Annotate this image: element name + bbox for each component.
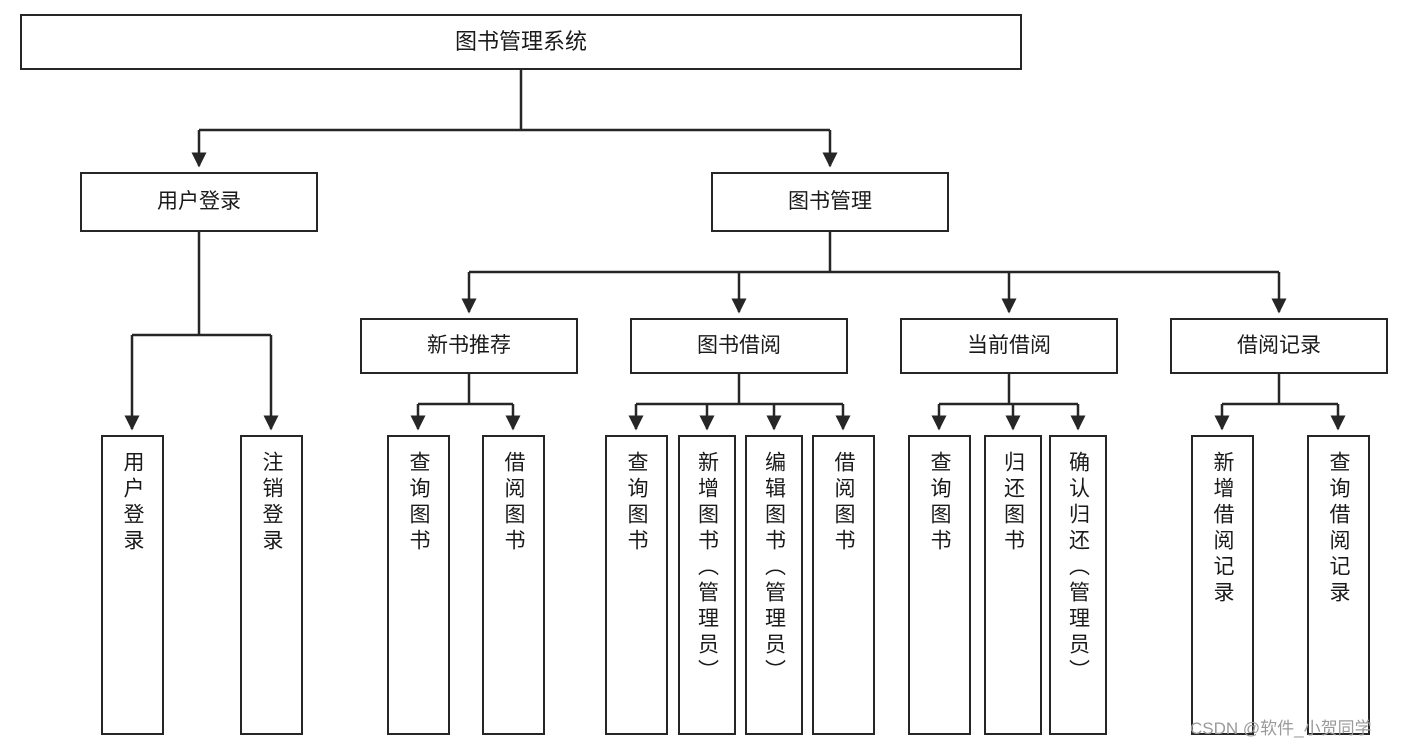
csdn-watermark: CSDN @软件_小贺同学	[1190, 719, 1372, 738]
node-leaf-query-book-2-label: 查询图书	[625, 451, 648, 555]
node-leaf-query-book-2[interactable]: 查询图书	[605, 435, 668, 735]
node-leaf-add-book-label: 新增图书（管理员）	[695, 451, 719, 685]
node-root-label: 图书管理系统	[454, 29, 587, 55]
node-leaf-confirm-return[interactable]: 确认归还（管理员）	[1049, 435, 1107, 735]
node-leaf-add-record-label: 新增借阅记录	[1211, 451, 1234, 607]
node-leaf-query-book-1[interactable]: 查询图书	[387, 435, 450, 735]
node-leaf-borrow-book-1-label: 借阅图书	[502, 451, 525, 555]
node-book-borrow[interactable]: 图书借阅	[630, 318, 848, 374]
node-leaf-borrow-book-2-label: 借阅图书	[832, 451, 855, 555]
node-book-manage-label: 图书管理	[788, 189, 872, 213]
node-leaf-query-record-label: 查询借阅记录	[1327, 451, 1350, 607]
node-current-borrow[interactable]: 当前借阅	[900, 318, 1118, 374]
node-leaf-user-login[interactable]: 用户登录	[101, 435, 164, 735]
node-leaf-query-book-3[interactable]: 查询图书	[908, 435, 971, 735]
node-leaf-add-book[interactable]: 新增图书（管理员）	[678, 435, 736, 735]
node-leaf-borrow-book-1[interactable]: 借阅图书	[482, 435, 545, 735]
node-user-login-label: 用户登录	[157, 189, 241, 213]
node-leaf-logout-label: 注销登录	[260, 451, 283, 555]
node-borrow-record[interactable]: 借阅记录	[1170, 318, 1388, 374]
node-leaf-user-login-label: 用户登录	[121, 451, 144, 555]
node-leaf-logout[interactable]: 注销登录	[240, 435, 303, 735]
node-book-borrow-label: 图书借阅	[697, 333, 781, 357]
node-current-borrow-label: 当前借阅	[967, 333, 1051, 357]
node-new-book-recommend[interactable]: 新书推荐	[360, 318, 578, 374]
node-leaf-query-book-3-label: 查询图书	[928, 451, 951, 555]
node-book-manage[interactable]: 图书管理	[711, 172, 949, 232]
node-leaf-query-book-1-label: 查询图书	[407, 451, 430, 555]
node-leaf-query-record[interactable]: 查询借阅记录	[1307, 435, 1370, 735]
node-leaf-edit-book[interactable]: 编辑图书（管理员）	[745, 435, 803, 735]
node-leaf-return-book-label: 归还图书	[1001, 451, 1025, 555]
node-new-book-recommend-label: 新书推荐	[427, 333, 511, 357]
node-leaf-confirm-return-label: 确认归还（管理员）	[1066, 451, 1090, 685]
node-leaf-add-record[interactable]: 新增借阅记录	[1191, 435, 1254, 735]
node-leaf-return-book[interactable]: 归还图书	[984, 435, 1042, 735]
node-user-login[interactable]: 用户登录	[80, 172, 318, 232]
node-leaf-borrow-book-2[interactable]: 借阅图书	[812, 435, 875, 735]
node-root[interactable]: 图书管理系统	[20, 14, 1022, 70]
node-leaf-edit-book-label: 编辑图书（管理员）	[762, 451, 786, 685]
node-borrow-record-label: 借阅记录	[1237, 333, 1321, 357]
